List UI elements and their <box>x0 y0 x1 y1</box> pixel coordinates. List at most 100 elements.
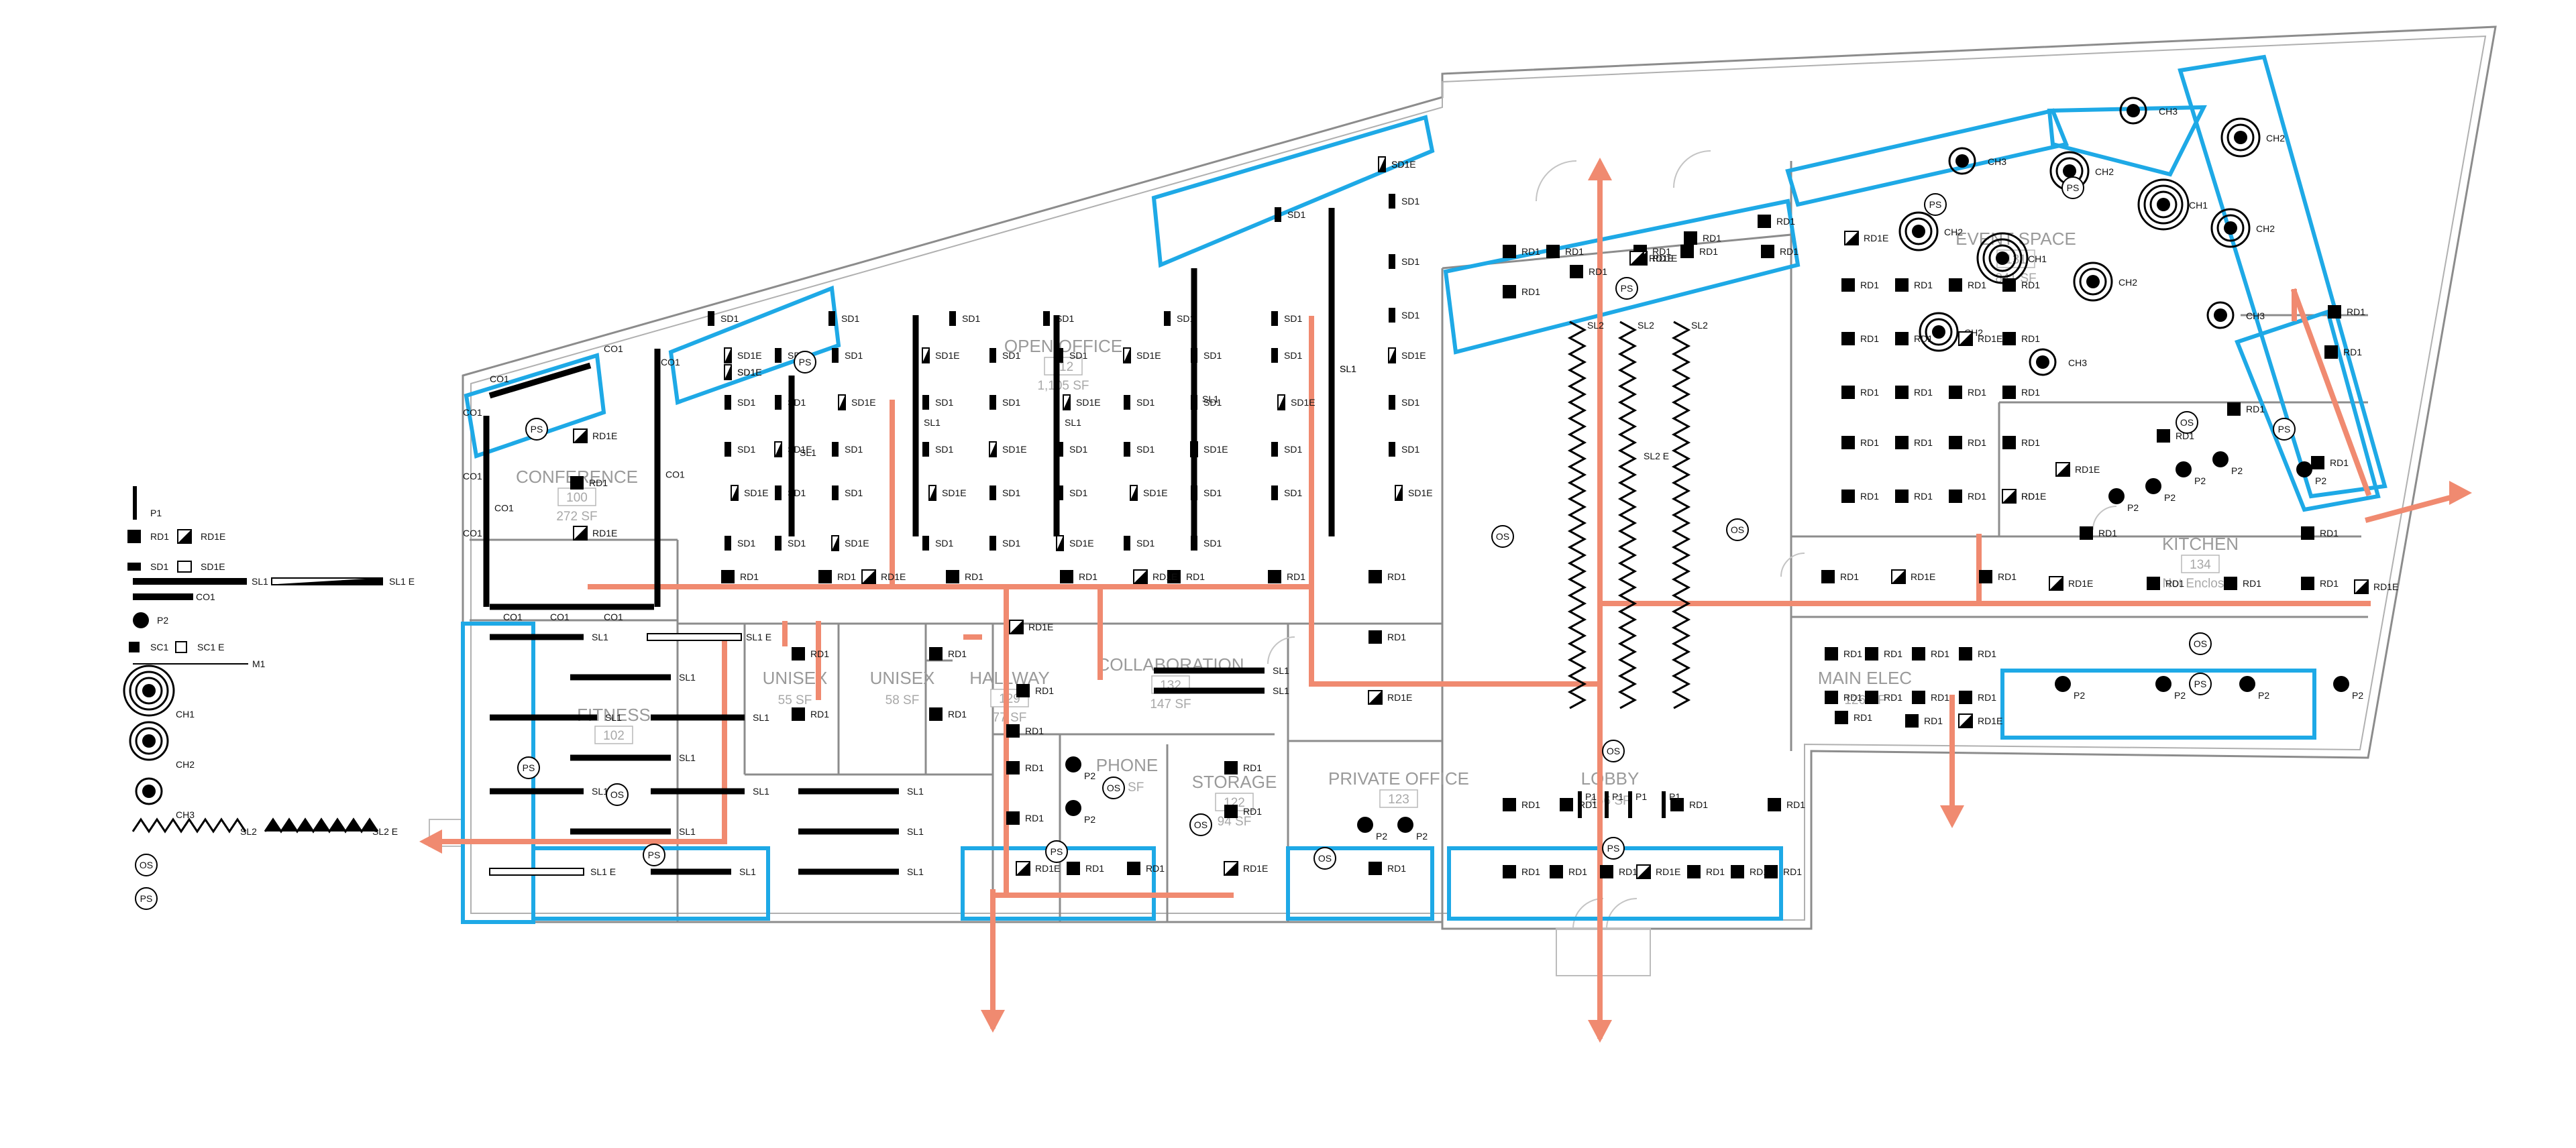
rd1-tag: RD1 <box>1914 280 1933 290</box>
os-tag: OS <box>2180 417 2194 428</box>
sd1e-fill <box>724 365 731 380</box>
ch-legend-ring <box>123 665 175 717</box>
daylight-zone <box>2235 309 2381 512</box>
sd1-symbol <box>949 311 956 326</box>
rd1-symbol <box>1758 215 1771 228</box>
co1-tag: CO1 <box>463 407 482 418</box>
sl1-fixture: SL1 <box>1154 665 1289 676</box>
daylight-zone <box>668 285 841 406</box>
rd1-symbol <box>1841 436 1855 449</box>
rd1-tag: RD1 <box>1998 571 2017 582</box>
sd1e-fill <box>922 348 929 363</box>
rd1-fixture: RD1 <box>1503 245 1540 258</box>
sd1e-fixture: SD1E <box>1063 394 1101 410</box>
rd1-tag: RD1 <box>1689 799 1708 810</box>
ch3-tag: CH3 <box>2159 106 2178 117</box>
rd1-fixture: RD1 <box>1006 724 1044 738</box>
room-area: 147 SF <box>1150 697 1191 711</box>
rd1-symbol <box>929 647 943 661</box>
sl1-tag: SL1 <box>907 866 924 877</box>
rd1-symbol <box>1503 798 1516 811</box>
sl1-tag: SL1 <box>679 752 696 763</box>
os-tag: OS <box>1107 783 1120 793</box>
rd1-tag: RD1 <box>1025 813 1044 823</box>
p2-fixture: P2 <box>1397 817 1428 842</box>
rd1-tag: RD1 <box>2098 528 2117 538</box>
rd1-fixture: RD1 <box>1949 490 1986 503</box>
rd1-tag: RD1 <box>1860 333 1879 344</box>
sd1-symbol <box>832 485 839 500</box>
daylight-zone <box>1286 846 1434 921</box>
co1-tag: CO1 <box>490 374 509 384</box>
ch1-ring <box>2137 178 2190 231</box>
sd1-fixture: SD1 <box>1271 348 1302 363</box>
ch3-ring <box>1948 147 1976 175</box>
room-number-box <box>557 487 596 506</box>
legend-label: SD1E <box>201 561 225 572</box>
legend-label: PS <box>140 893 153 904</box>
rd1-fixture: RD1 <box>1550 865 1587 878</box>
ch1-ring <box>1982 238 2023 278</box>
rd1-fixture: RD1 <box>1503 865 1540 878</box>
legend-label: P2 <box>157 615 168 626</box>
rd1-tag: RD1 <box>1780 246 1799 257</box>
rd1e-fill <box>1845 231 1858 245</box>
sd1e-tag: SD1E <box>1203 444 1228 455</box>
rd1-tag: RD1 <box>2320 528 2339 538</box>
sl1-tag: SL1 <box>1065 417 1081 428</box>
ps-sensor: PS <box>794 351 816 374</box>
rd1-fixture: RD1 <box>1895 490 1933 503</box>
sd1e-fill <box>989 442 996 457</box>
rd1-tag: RD1 <box>1146 863 1165 874</box>
rd1-tag: RD1 <box>1914 491 1933 502</box>
rd1e-tag: RD1E <box>1656 866 1680 877</box>
rd1-tag: RD1 <box>1025 762 1044 773</box>
rd1-symbol <box>2311 456 2324 469</box>
rd1-symbol <box>1979 570 1992 583</box>
rd1-symbol <box>1841 490 1855 503</box>
sd1-fixture: SD1 <box>1389 308 1419 323</box>
sd1-tag: SD1 <box>1284 487 1302 498</box>
sd1-fixture: SD1 <box>832 442 863 457</box>
rd1-tag: RD1 <box>2330 457 2349 468</box>
sd1-fixture: SD1 <box>724 536 755 551</box>
rd1-symbol <box>721 570 735 583</box>
sd1e-legend-symbol <box>177 561 192 573</box>
rd1-fixture: RD1 <box>792 707 829 721</box>
legend-item-rd1: RD1 <box>127 530 169 543</box>
rd1e-tag: RD1E <box>1864 233 1888 243</box>
sc1-legend-symbol <box>129 642 140 652</box>
rd1e-tag: RD1E <box>592 431 617 441</box>
p2-tag: P2 <box>2164 492 2176 503</box>
p2-tag: P2 <box>2352 690 2363 701</box>
rd1-tag: RD1 <box>1884 692 1902 703</box>
rd1e-fill <box>1134 570 1147 583</box>
co1-tag: CO1 <box>463 471 482 481</box>
ch-legend-core <box>142 785 156 798</box>
rd1-fixture: RD1 <box>1949 386 1986 399</box>
ps-tag: PS <box>523 762 535 773</box>
rd1-tag: RD1 <box>1786 799 1805 810</box>
rd1e-fixture: RD1E <box>1636 864 1680 879</box>
p2-symbol <box>1065 756 1081 772</box>
co1-symbol <box>488 362 592 399</box>
sd1e-fixture: SD1E <box>1378 156 1416 172</box>
p2-symbol <box>2296 461 2312 477</box>
sl1-tag: SL1 <box>592 786 608 797</box>
p2-fixture: P2 <box>2176 461 2206 486</box>
legend-label: CO1 <box>196 591 215 602</box>
sd1-fixture: SD1 <box>922 536 953 551</box>
rd1-tag: RD1 <box>1968 437 1986 448</box>
sd1e-tag: SD1E <box>744 487 769 498</box>
rd1-tag: RD1 <box>1186 571 1205 582</box>
co1-fixture: CO1 <box>483 416 514 607</box>
rd1-symbol <box>1764 865 1778 878</box>
rd1-tag: RD1 <box>1035 685 1054 696</box>
rd1-fixture: RD1 <box>1841 490 1879 503</box>
rd1-symbol <box>1570 265 1583 278</box>
legend-item-p2: P2 <box>133 612 168 628</box>
rd1-fixture: RD1 <box>1684 231 1721 245</box>
